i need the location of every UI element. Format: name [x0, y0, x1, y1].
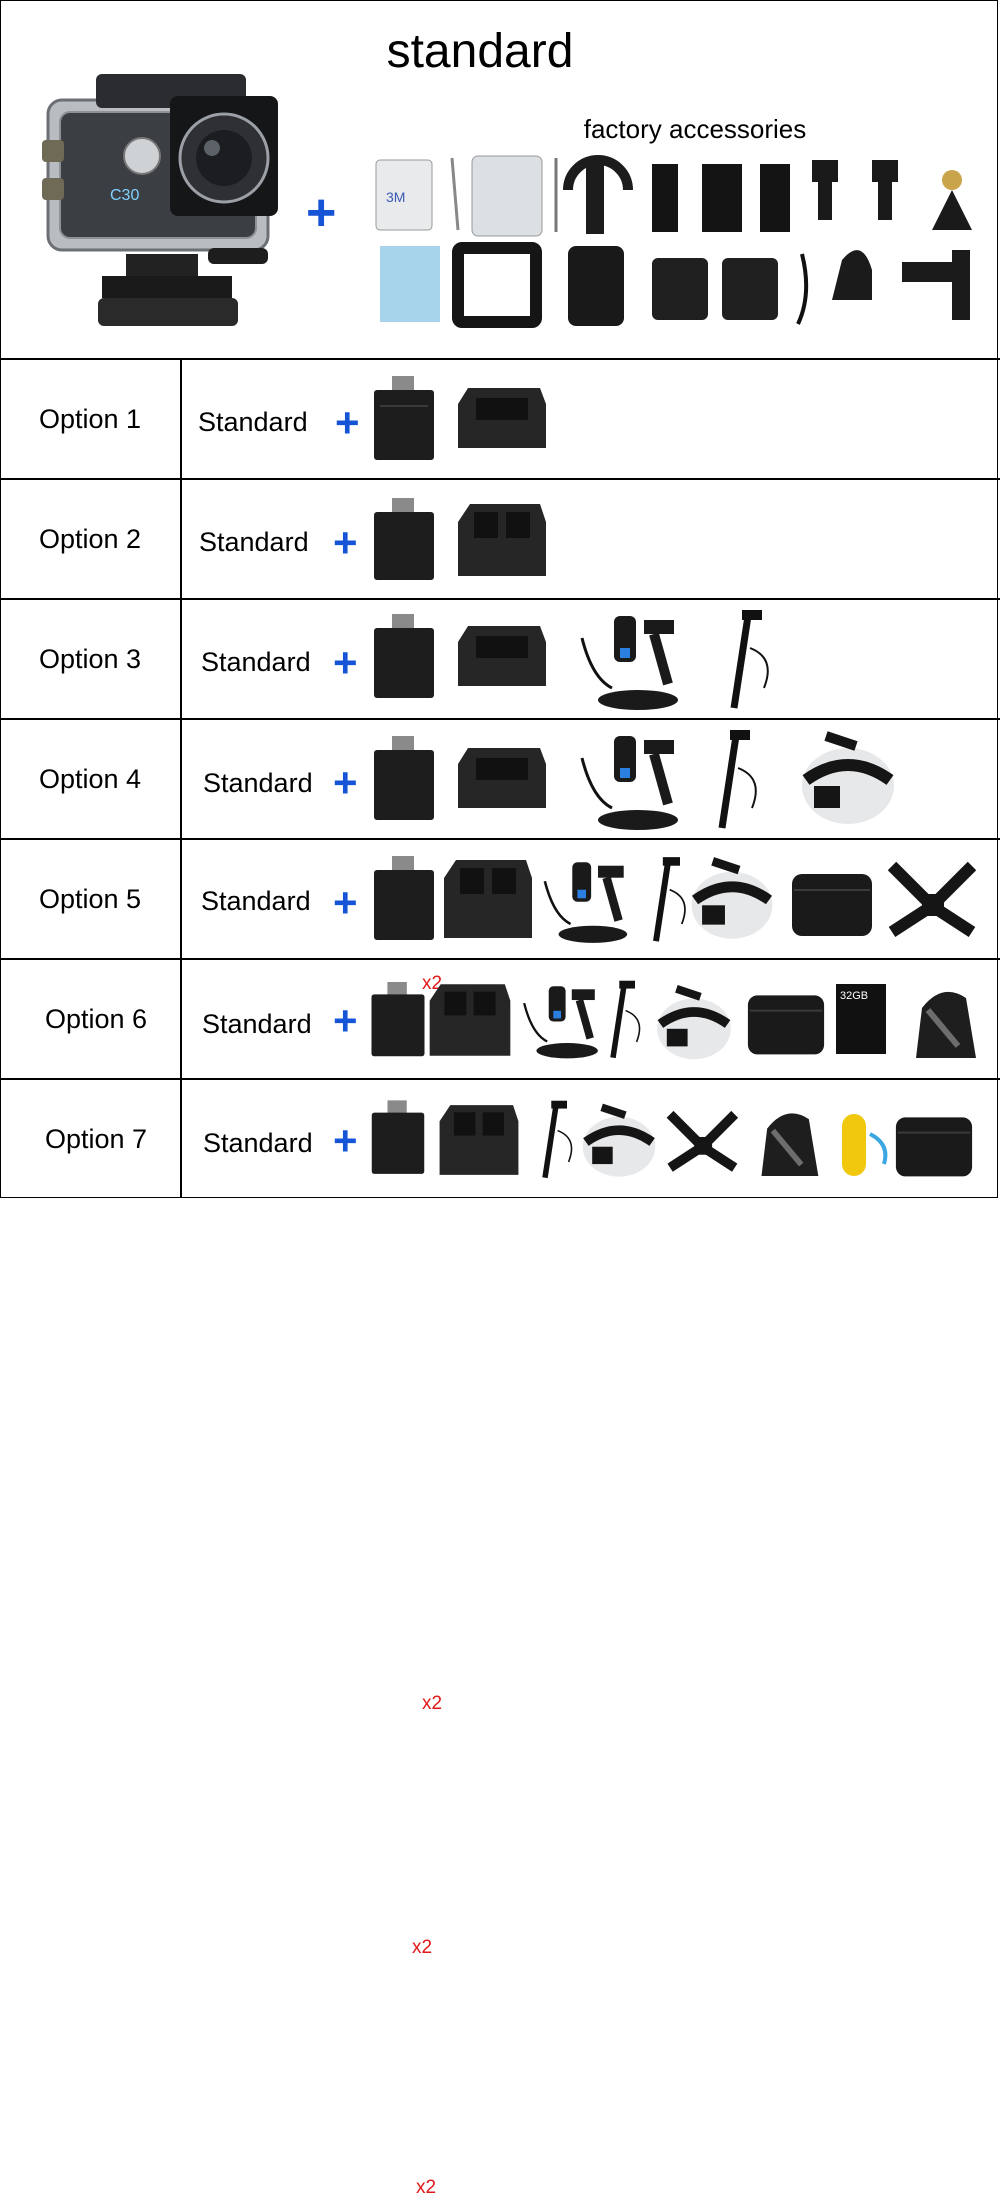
plus-icon: + — [333, 1117, 358, 1164]
single-charger-icon — [458, 626, 546, 686]
head-strap-icon — [802, 731, 894, 824]
battery-icon — [374, 614, 434, 698]
standard-label: Standard — [202, 1009, 312, 1039]
selfie-stick-icon — [718, 730, 757, 829]
action-camera-waterproof-case-icon: C30 — [42, 74, 278, 326]
option-label: Option 7 — [44, 1123, 148, 1154]
cleaning-cloth-icon — [380, 246, 440, 322]
quantity-mark: x2 — [412, 1937, 433, 1958]
page-title: standard — [386, 25, 574, 78]
standard-label: Standard — [203, 1128, 313, 1158]
svg-text:3M: 3M — [386, 189, 405, 205]
single-charger-icon — [458, 388, 546, 448]
dual-charger-icon — [439, 1105, 519, 1175]
dual-charger-icon — [429, 984, 511, 1056]
memory-card-text: 32GB — [840, 990, 869, 1002]
option-row-1: Option 1 Standard + — [0, 360, 1000, 480]
shoulder-strap-icon — [761, 1113, 819, 1176]
backdoor-icon — [471, 155, 543, 237]
quantity-mark: x2 — [422, 973, 443, 994]
handlebar-mount-icon — [563, 155, 633, 234]
selfie-stick-icon — [610, 980, 641, 1059]
single-charger-icon — [458, 748, 546, 808]
option-label: Option 2 — [38, 523, 142, 554]
selfie-stick-icon — [542, 1100, 573, 1179]
head-strap-icon — [657, 985, 731, 1060]
chest-harness-icon — [666, 1110, 739, 1172]
chest-harness-icon — [887, 861, 977, 938]
usb-cable-icon — [796, 253, 809, 325]
option-label: Option 3 — [38, 643, 142, 674]
option-row-5: Option 5 Standard + x2 — [0, 840, 1000, 1714]
car-suction-mount-icon — [580, 616, 678, 710]
quantity-mark: x2 — [422, 1693, 443, 1714]
option-label: Option 4 — [38, 763, 142, 794]
option-label: Option 1 — [38, 403, 142, 434]
extension-adapter-icon — [902, 250, 970, 320]
standard-label: Standard — [201, 886, 311, 916]
j-hook-mount-icon — [832, 250, 872, 300]
selfie-stick-icon — [730, 610, 769, 709]
plus-icon: + — [335, 399, 360, 446]
option-row-7: Option 7 Standard + x2 — [0, 1080, 1000, 2198]
battery-x2-icon — [374, 856, 434, 940]
camera-model-text: C30 — [110, 187, 139, 204]
memory-card-icon: 32GB — [836, 984, 886, 1054]
factory-accessories-image: 3M — [375, 155, 972, 328]
plus-icon: + — [333, 519, 358, 566]
battery-x2-icon — [374, 498, 434, 580]
floating-grip-icon — [842, 1114, 888, 1176]
dual-charger-icon — [444, 860, 532, 938]
velcro-strap-icon — [652, 164, 790, 232]
joint-adapter-icon — [812, 160, 898, 220]
option-row-3: Option 3 Standard + — [0, 600, 1000, 720]
battery-icon — [374, 736, 434, 820]
carry-case-icon — [895, 1117, 973, 1177]
standard-label: Standard — [201, 647, 311, 677]
plus-icon: + — [333, 997, 358, 1044]
option-row-4: Option 4 Standard + — [0, 720, 1000, 840]
option-row-6: Option 6 Standard + x2 32GB — [0, 960, 1000, 1958]
adhesive-pads-icon: 3M — [375, 159, 433, 231]
clip-mount-icon — [568, 246, 624, 326]
column-divider — [180, 360, 182, 1198]
tether-icon — [450, 157, 460, 231]
standard-package-section: standard C30 + factory accessories 3M — [0, 0, 1000, 360]
plus-icon: + — [333, 639, 358, 686]
quantity-mark: x2 — [416, 2177, 437, 2198]
factory-accessories-label: factory accessories — [583, 114, 807, 144]
standard-label: Standard — [199, 527, 309, 557]
standard-plus-icon: + — [306, 184, 337, 242]
option-label: Option 6 — [44, 1003, 148, 1034]
head-strap-icon — [691, 857, 773, 939]
plus-icon: + — [333, 879, 358, 926]
frame-mount-icon — [452, 242, 542, 328]
selfie-stick-icon — [653, 857, 686, 942]
option-row-2: Option 2 Standard + x2 — [0, 480, 1000, 994]
standard-label: Standard — [203, 768, 313, 798]
car-suction-mount-icon — [580, 736, 678, 830]
plus-icon: + — [333, 759, 358, 806]
car-suction-mount-icon — [543, 862, 628, 943]
battery-x2-icon — [371, 982, 425, 1057]
battery-icon — [374, 376, 434, 460]
head-strap-icon — [582, 1103, 656, 1177]
battery-x2-icon — [371, 1100, 425, 1174]
car-suction-mount-icon — [523, 986, 598, 1059]
tripod-adapter-icon — [932, 170, 972, 230]
dual-charger-icon — [458, 504, 546, 576]
shoulder-strap-icon — [916, 991, 976, 1058]
standard-label: Standard — [198, 407, 308, 437]
carry-case-icon — [792, 874, 872, 936]
carry-case-icon — [747, 995, 825, 1055]
curved-mount-icon — [652, 258, 778, 320]
option-label: Option 5 — [38, 883, 142, 914]
